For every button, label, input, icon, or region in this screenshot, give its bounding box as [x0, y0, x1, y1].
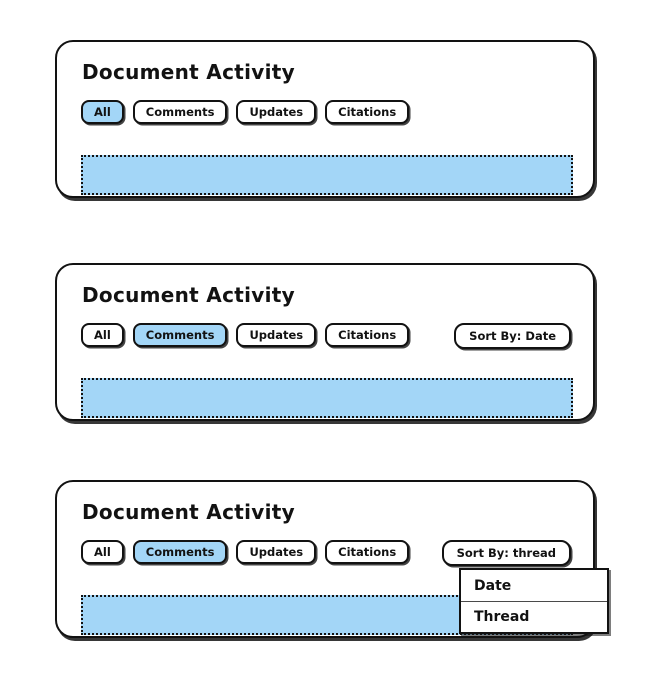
sort-by-button[interactable]: Sort By: Date — [454, 323, 571, 349]
activity-panel-all: Document Activity All Comments Updates C… — [55, 40, 595, 198]
filter-chip-all[interactable]: All — [81, 540, 124, 564]
filter-chip-row: All Comments Updates Citations — [81, 540, 410, 564]
filter-chip-row: All Comments Updates Citations — [81, 323, 410, 347]
activity-panel-comments-date: Document Activity All Comments Updates C… — [55, 263, 595, 421]
filter-chip-all[interactable]: All — [81, 100, 124, 124]
page-title: Document Activity — [82, 500, 295, 524]
filter-chip-updates[interactable]: Updates — [236, 323, 317, 347]
filter-chip-citations[interactable]: Citations — [325, 100, 410, 124]
dropdown-option-date[interactable]: Date — [461, 570, 607, 601]
filter-chip-comments[interactable]: Comments — [132, 100, 228, 124]
filter-chip-row: All Comments Updates Citations — [81, 100, 410, 124]
filter-chip-updates[interactable]: Updates — [236, 540, 317, 564]
activity-content-placeholder — [81, 155, 573, 195]
sort-by-button[interactable]: Sort By: thread — [441, 540, 571, 566]
activity-panel-comments-thread: Document Activity All Comments Updates C… — [55, 480, 595, 638]
page-title: Document Activity — [82, 283, 295, 307]
filter-chip-comments[interactable]: Comments — [132, 323, 228, 347]
dropdown-option-thread[interactable]: Thread — [461, 601, 607, 632]
activity-content-placeholder — [81, 378, 573, 418]
filter-chip-citations[interactable]: Citations — [325, 323, 410, 347]
filter-chip-updates[interactable]: Updates — [236, 100, 317, 124]
filter-chip-comments[interactable]: Comments — [132, 540, 228, 564]
sort-by-dropdown-menu: Date Thread — [459, 568, 609, 634]
filter-chip-citations[interactable]: Citations — [325, 540, 410, 564]
filter-chip-all[interactable]: All — [81, 323, 124, 347]
page-title: Document Activity — [82, 60, 295, 84]
